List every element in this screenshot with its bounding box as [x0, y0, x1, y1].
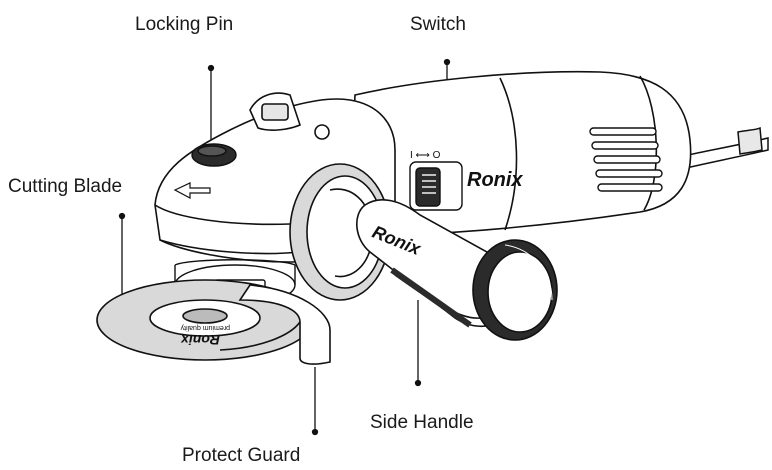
- power-cord: [683, 126, 769, 169]
- guard-ring: [289, 163, 391, 301]
- label-switch: Switch: [410, 14, 466, 35]
- side-handle: [356, 199, 558, 341]
- blade-logo: Ronix: [180, 332, 220, 348]
- label-cutting-blade: Cutting Blade: [8, 176, 123, 197]
- vent-slots: [589, 127, 663, 192]
- blade-subtext: premium quality: [180, 324, 230, 331]
- locking-pin-button: [191, 143, 237, 167]
- label-side-handle: Side Handle: [370, 412, 474, 433]
- switch-slider: [409, 161, 463, 211]
- label-locking-pin: Locking Pin: [135, 14, 234, 35]
- label-protect-guard: Protect Guard: [182, 445, 301, 466]
- body-logo: Ronix: [467, 169, 523, 191]
- switch-marks: I ⟷ O: [410, 150, 441, 161]
- protect-guard: [219, 284, 331, 365]
